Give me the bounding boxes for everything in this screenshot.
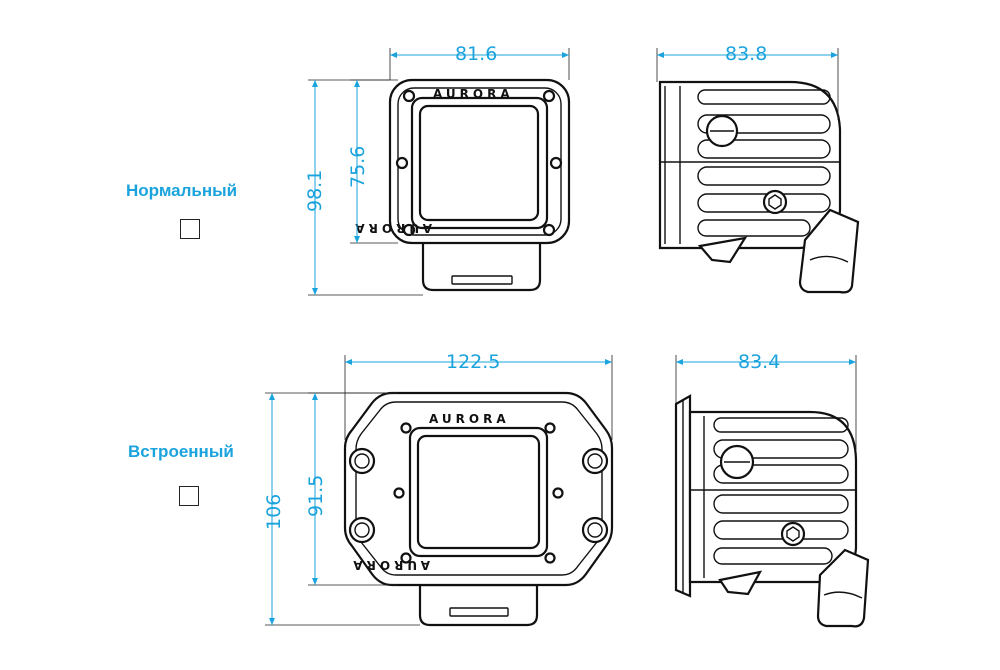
dim-flush-front-height: 106 <box>263 494 285 530</box>
mount-hole-icon <box>348 447 609 544</box>
brand-text-inverted: AURORA <box>349 558 430 572</box>
dim-flush-front-inner: 91.5 <box>305 475 327 517</box>
brand-text: AURORA <box>433 87 514 101</box>
dim-normal-front-inner: 75.6 <box>347 146 369 188</box>
bolt-icon <box>780 521 806 547</box>
variant-checkbox-flush[interactable] <box>179 486 199 506</box>
dim-flush-front-width: 122.5 <box>446 351 500 373</box>
dim-normal-front-width: 81.6 <box>455 43 497 65</box>
brand-text: AURORA <box>429 412 510 426</box>
variant-checkbox-normal[interactable] <box>180 219 200 239</box>
bolt-icon <box>762 189 788 215</box>
variant-label-normal: Нормальный <box>126 181 238 200</box>
dim-flush-side-depth: 83.4 <box>738 351 780 373</box>
dim-normal-front-height: 98.1 <box>304 170 326 212</box>
normal-side-view: 83.8 <box>656 43 860 294</box>
bolt-icon <box>395 89 563 237</box>
brand-text-inverted: AURORA <box>351 221 432 235</box>
flush-front-view: AURORA AURORA 122.5 106 91.5 <box>263 351 614 627</box>
dim-normal-side-depth: 83.8 <box>725 43 767 65</box>
variant-label-flush: Встроенный <box>128 442 234 461</box>
flush-side-view: 83.4 <box>674 351 870 628</box>
normal-front-view: AURORA AURORA 81.6 98.1 75.6 <box>304 43 571 296</box>
bolt-icon <box>393 422 564 564</box>
